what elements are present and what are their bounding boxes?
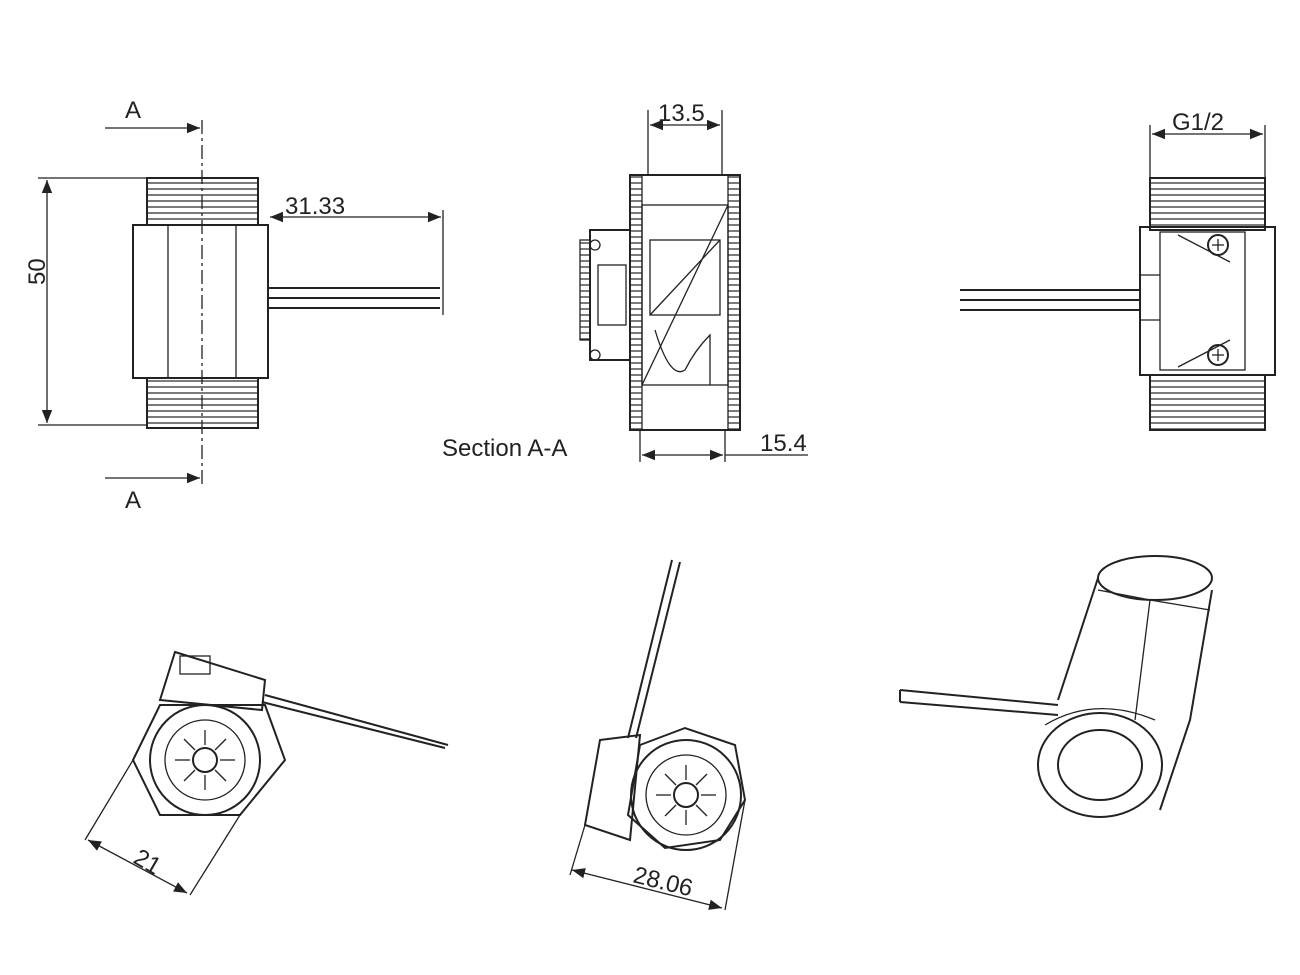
wire-length-dimension: 31.33 (285, 193, 345, 220)
side-view: G1/2 (960, 109, 1276, 431)
hex-flat-dimension: 21 (129, 844, 166, 881)
hex-corner-dimension: 28.06 (631, 862, 696, 903)
front-view: A A 50 31.33 (24, 97, 444, 514)
section-view: 13.5 15.4 Section A-A (442, 100, 808, 462)
top-width-dimension: 13.5 (658, 100, 705, 127)
thread-dimension: G1/2 (1172, 109, 1224, 136)
height-dimension: 50 (24, 258, 51, 285)
section-title: Section A-A (442, 435, 567, 462)
iso-view-left: 21 (84, 650, 449, 896)
iso-view-right (899, 555, 1213, 818)
section-mark-top: A (125, 97, 141, 124)
section-mark-bottom: A (125, 487, 141, 514)
bottom-width-dimension: 15.4 (760, 430, 807, 457)
iso-view-middle: 28.06 (569, 559, 747, 911)
